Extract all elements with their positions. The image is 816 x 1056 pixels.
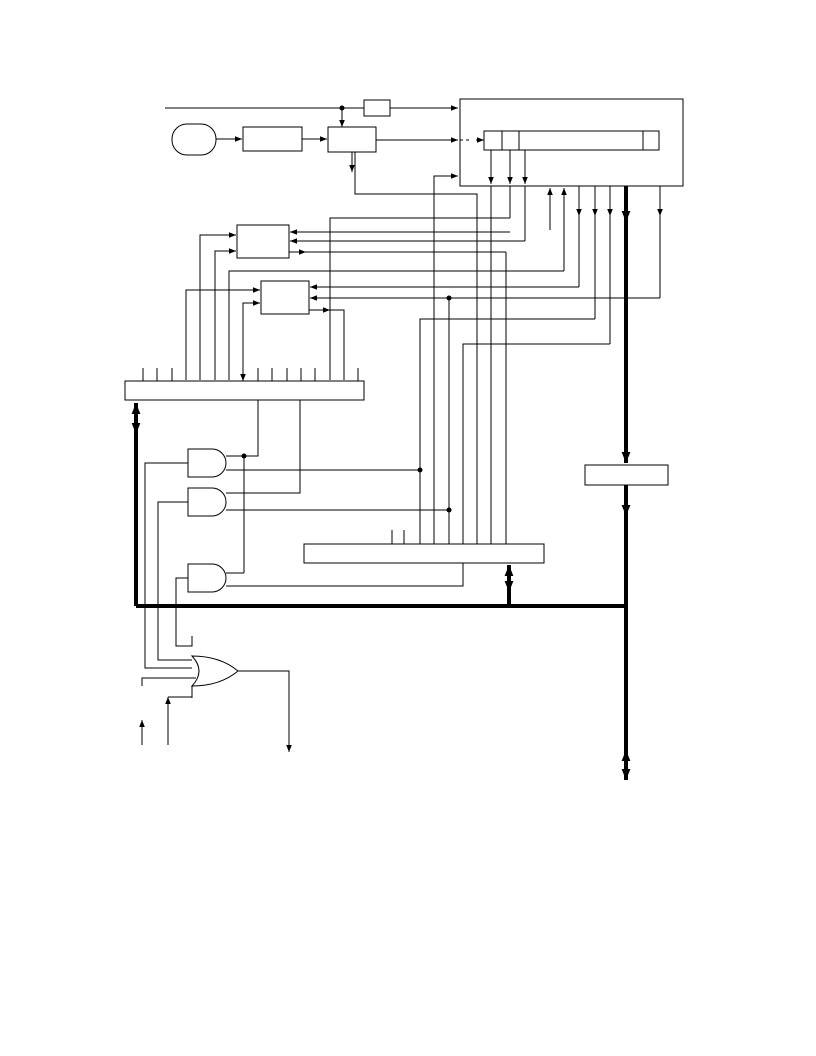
control-box-upper	[236, 224, 290, 259]
unit-down-arrows	[576, 186, 663, 344]
control-box-lower	[260, 280, 310, 315]
upper-box-wiring	[199, 218, 551, 539]
or-gate	[190, 655, 239, 687]
oscillator-terminal	[171, 123, 217, 156]
register-cell	[501, 130, 520, 151]
gate-wiring	[139, 400, 464, 752]
internal-register	[483, 130, 660, 151]
lower-box-wiring	[185, 270, 660, 539]
bottom-register-ticks	[391, 344, 507, 544]
prescaler-box	[242, 126, 303, 152]
feedback-into-unit	[433, 173, 458, 539]
unit-input-lines	[547, 188, 567, 271]
top-input-path	[165, 105, 458, 127]
small-register-box	[363, 99, 391, 117]
and-gate-1	[187, 448, 227, 478]
and-gate-3	[187, 563, 227, 593]
left-register-ticks	[142, 368, 359, 381]
and-gate-2	[187, 487, 227, 517]
left-register-bar	[124, 380, 365, 401]
register-outputs	[488, 150, 528, 184]
counter-to-bottom-bus	[354, 152, 478, 539]
data-bus	[131, 186, 631, 780]
counter-box	[327, 126, 377, 153]
bottom-register-bar	[303, 543, 545, 564]
bus-buffer-box	[584, 464, 669, 486]
